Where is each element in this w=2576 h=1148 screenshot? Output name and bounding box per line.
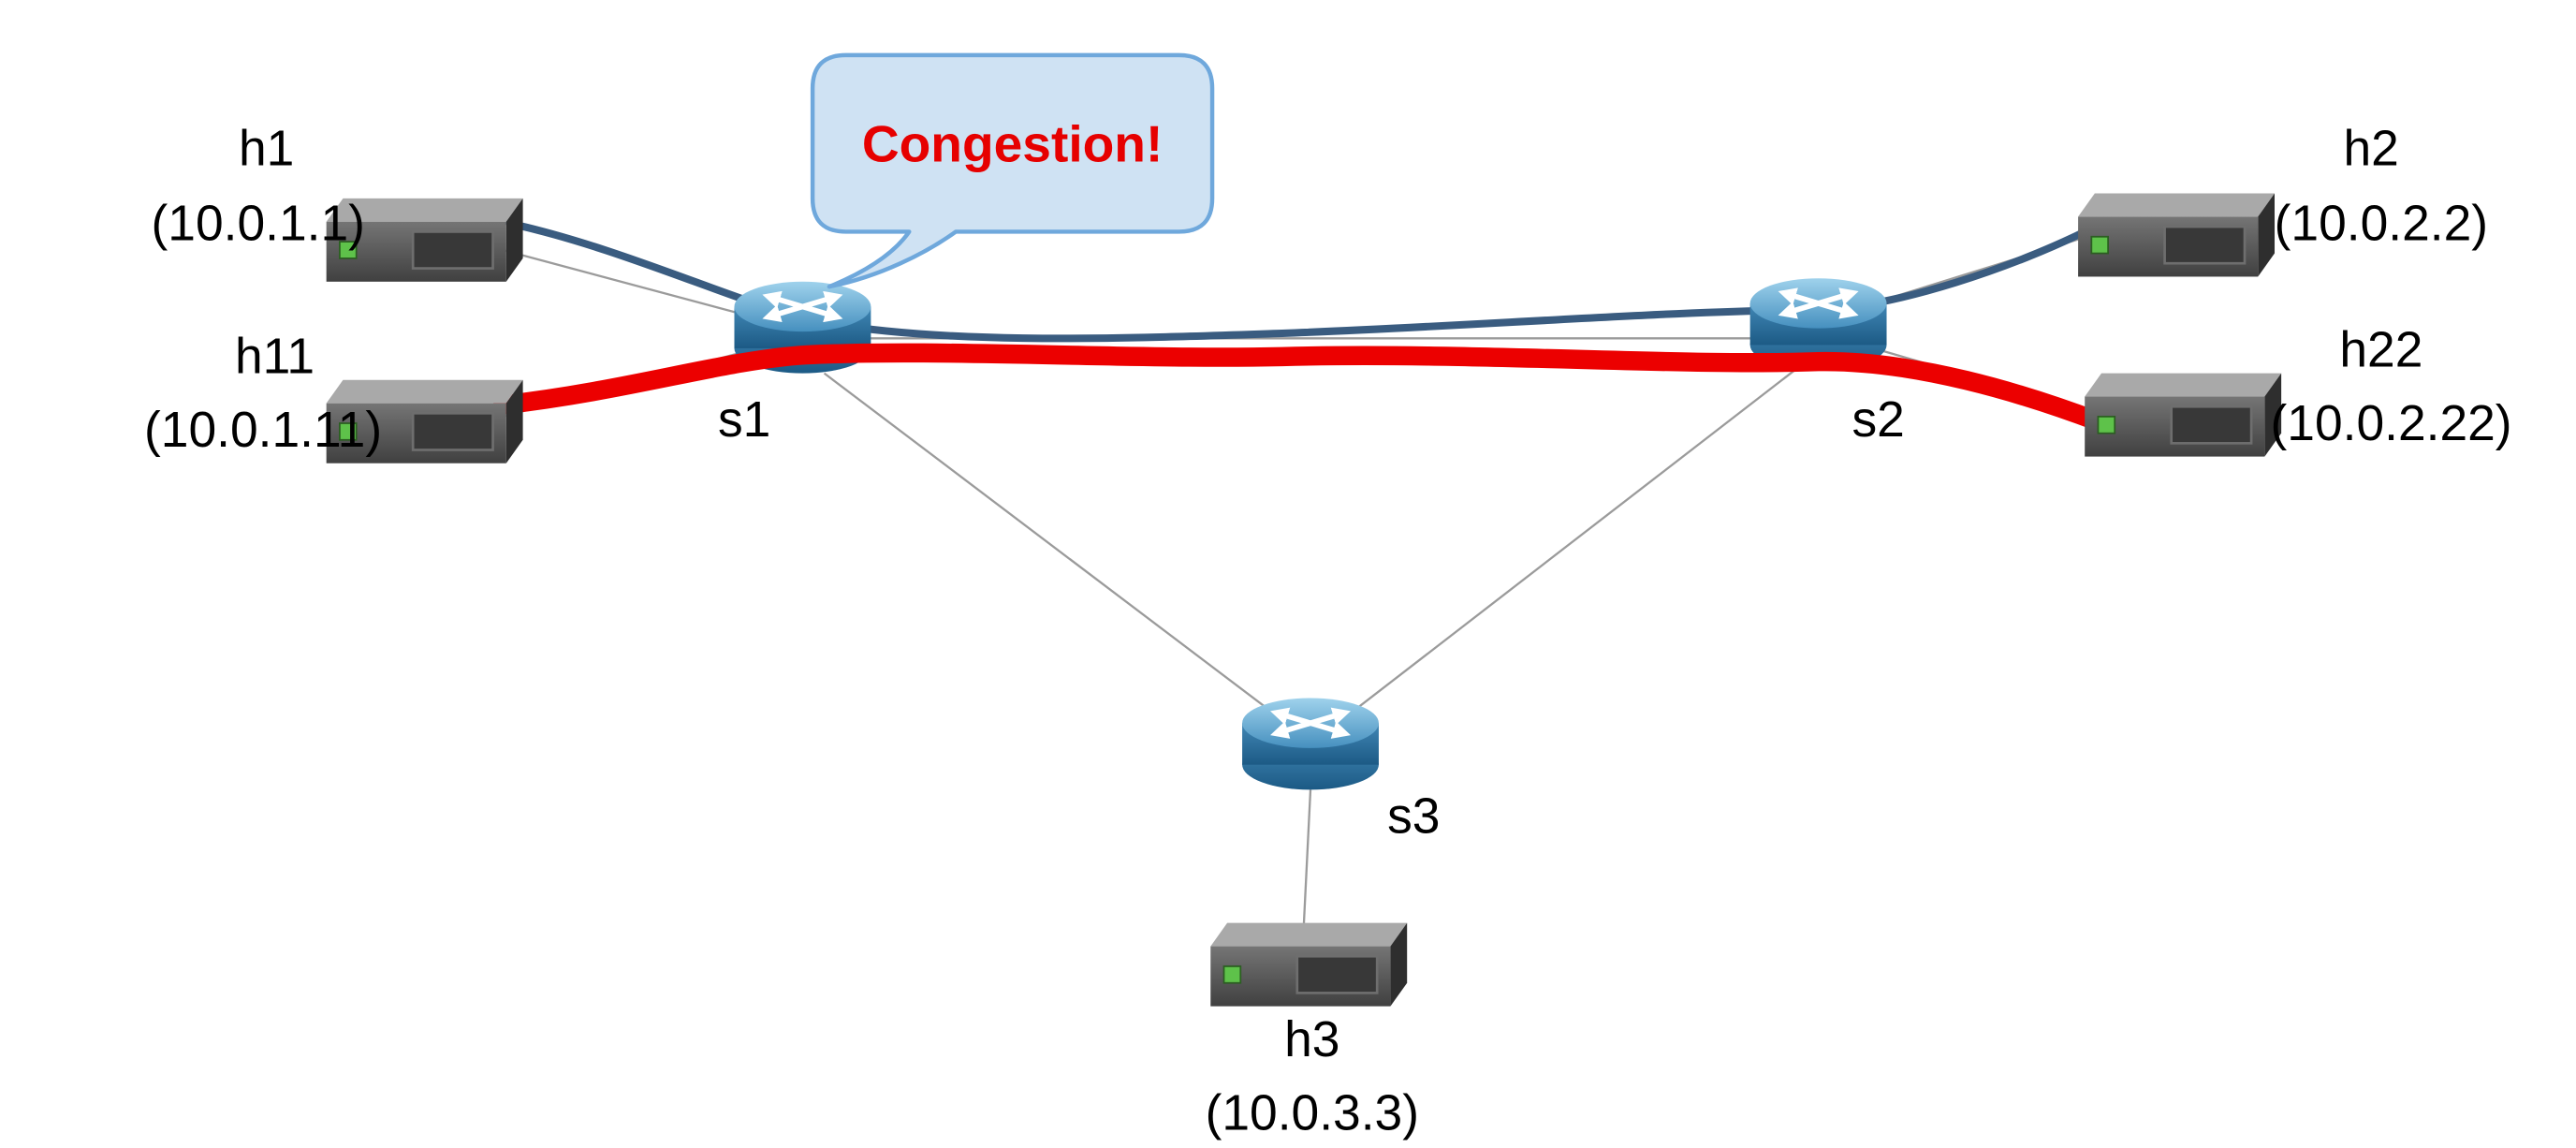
host-h11-ip: (10.0.1.11)	[144, 403, 382, 458]
speech-bubble	[810, 52, 1215, 289]
congested-flow-path	[493, 343, 2108, 432]
host-h2-label: h2	[2344, 121, 2399, 176]
congestion-callout: Congestion!	[810, 52, 1215, 289]
link-s3-h3	[1302, 789, 1312, 925]
host-h2-ip: (10.0.2.2)	[2275, 196, 2488, 251]
host-h1-label: h1	[239, 121, 294, 176]
link-s2-s3	[1341, 369, 1796, 721]
host-h11-label: h11	[235, 330, 315, 385]
host-h1-ip: (10.0.1.1)	[152, 196, 365, 251]
host-h22-icon	[2083, 372, 2283, 458]
host-h3-ip: (10.0.3.3)	[1206, 1085, 1419, 1141]
switch-s1-label: s1	[718, 392, 770, 448]
congestion-text: Congestion!	[862, 115, 1164, 173]
switch-s2-label: s2	[1852, 392, 1904, 448]
host-h22-label: h22	[2339, 323, 2422, 378]
host-h2-icon	[2076, 192, 2276, 278]
labels-layer: h1 (10.0.1.1) h11 (10.0.1.11) h2 (10.0.2…	[144, 121, 2512, 1141]
link-s1-s3	[823, 372, 1283, 721]
host-h3-label: h3	[1284, 1012, 1339, 1067]
host-h22-ip: (10.0.2.22)	[2271, 396, 2512, 451]
host-h3-icon	[1208, 921, 1409, 1008]
switch-s3-icon	[1242, 699, 1379, 790]
switch-s3-label: s3	[1387, 789, 1440, 845]
